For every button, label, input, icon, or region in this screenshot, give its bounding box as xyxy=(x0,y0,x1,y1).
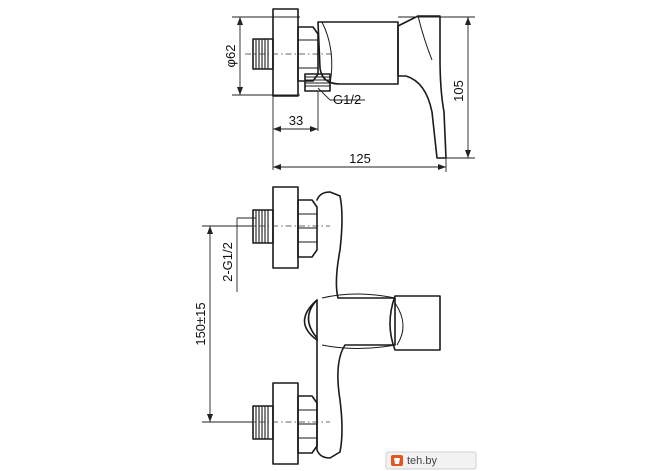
arrow xyxy=(237,87,243,95)
leader-g12-diag xyxy=(317,87,331,101)
body-contour xyxy=(321,344,396,349)
front-view: 2-G1/2 150±15 xyxy=(193,186,441,465)
lever-handle-front xyxy=(389,295,441,351)
wall-flange xyxy=(272,8,299,97)
mixer-body xyxy=(317,21,399,85)
body-contour xyxy=(321,21,333,85)
top-view: φ62 xyxy=(223,8,475,172)
upper-wall-flange xyxy=(272,186,299,269)
lever-handle xyxy=(397,15,447,159)
watermark: teh.by xyxy=(385,451,477,470)
upper-inlet-nipple xyxy=(252,209,274,244)
lever-contour xyxy=(417,15,433,61)
arrow xyxy=(237,17,243,25)
spout-outlet xyxy=(303,299,318,341)
label-g12: G1/2 xyxy=(333,92,361,107)
label-33: 33 xyxy=(289,113,303,128)
label-dia62: φ62 xyxy=(223,45,238,68)
label-2g12: 2-G1/2 xyxy=(220,242,235,282)
label-150: 150±15 xyxy=(193,302,208,345)
lower-wall-flange xyxy=(272,382,299,465)
body-contour xyxy=(321,293,396,299)
label-125: 125 xyxy=(349,151,371,166)
shop-logo-icon xyxy=(391,455,403,466)
mixer-body-front xyxy=(307,191,396,459)
upper-hex-nut xyxy=(297,199,318,258)
watermark-text: teh.by xyxy=(407,455,437,467)
label-105: 105 xyxy=(451,80,466,102)
lower-inlet-nipple xyxy=(252,405,274,440)
